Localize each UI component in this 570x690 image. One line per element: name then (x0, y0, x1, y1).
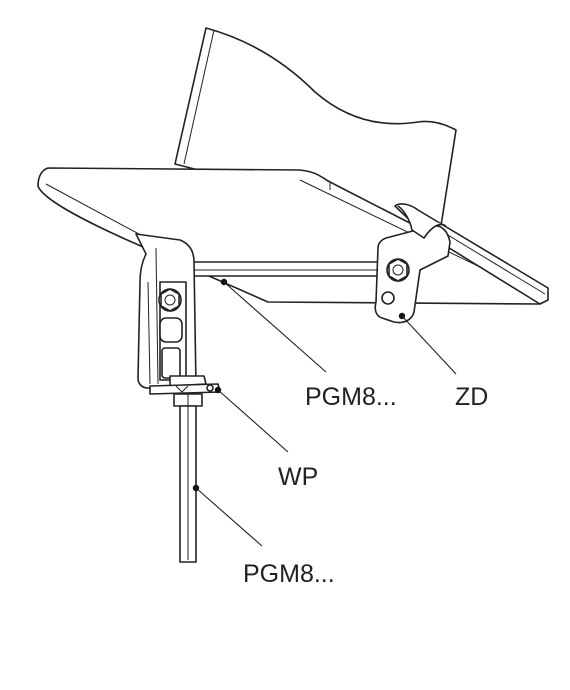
tray-bottom-plate (37, 167, 549, 305)
horizontal-threaded-rod (169, 261, 393, 277)
leader-bracket (398, 312, 457, 375)
label-washer: WP (278, 463, 318, 491)
leader-rod-top (220, 278, 327, 373)
label-rod-vertical: PGM8... (243, 560, 335, 588)
left-hanger-bracket (135, 233, 197, 389)
zd-bracket (374, 205, 451, 324)
vertical-threaded-rod (179, 405, 197, 563)
label-rod-top: PGM8... (305, 383, 397, 411)
label-zd-bracket: ZD (455, 383, 488, 411)
leader-rod-vertical (192, 484, 263, 547)
leader-washer (214, 386, 289, 453)
